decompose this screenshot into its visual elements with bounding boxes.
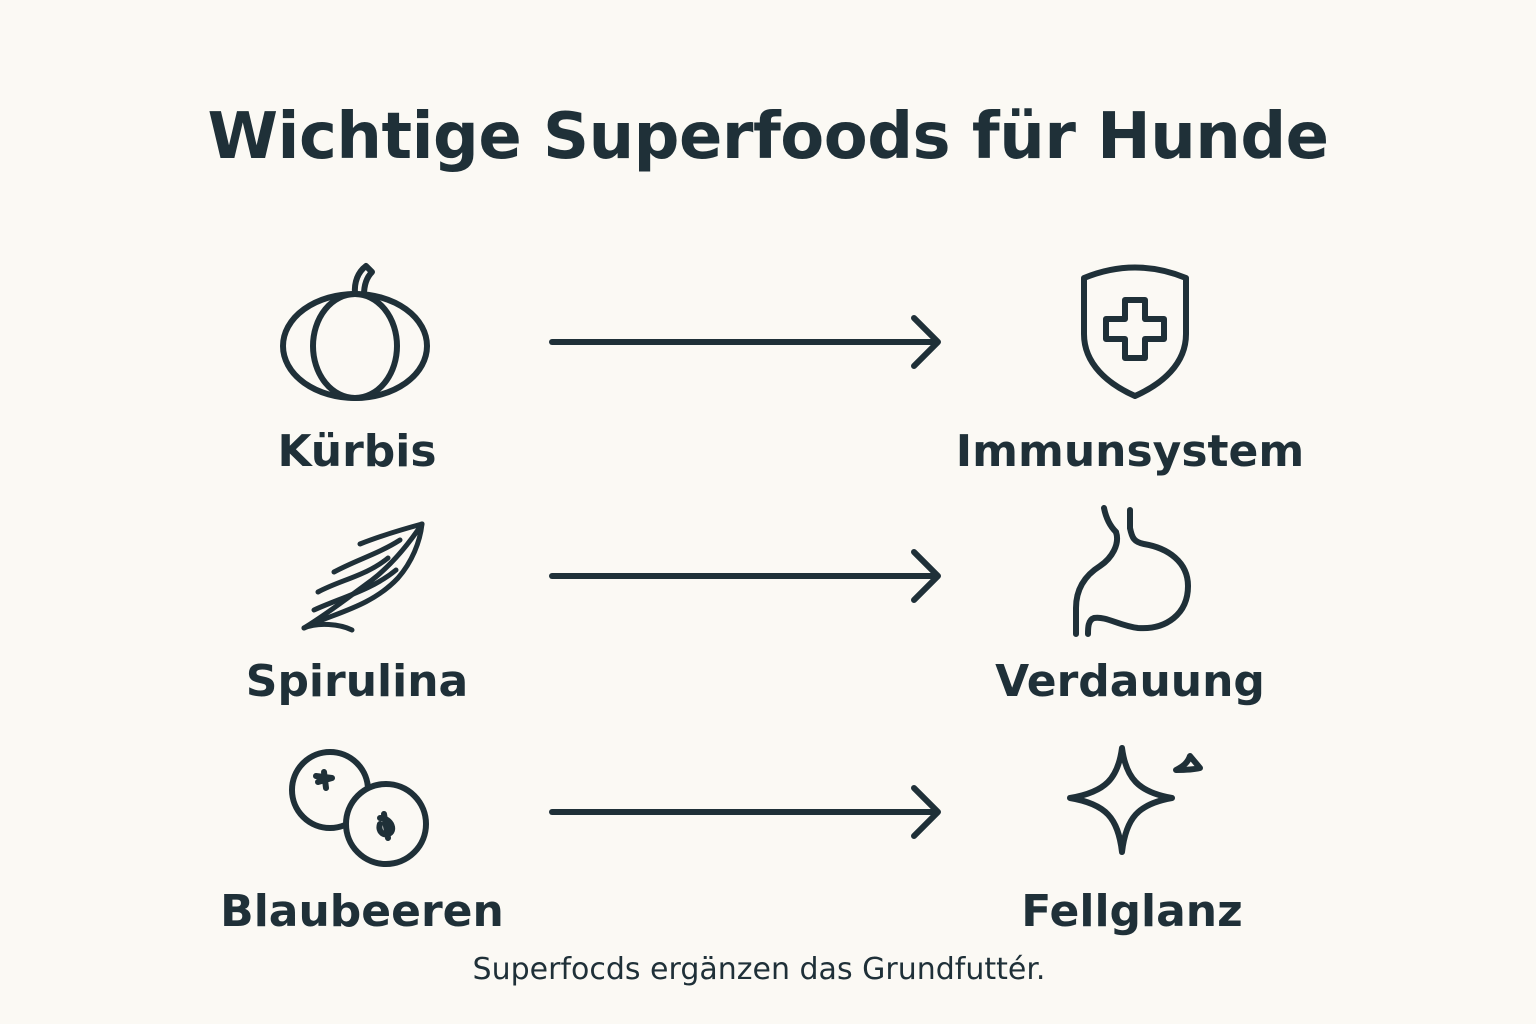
arrow-right-icon [548, 314, 944, 370]
arrow-right-icon [548, 548, 944, 604]
food-label-spirulina: Spirulina [245, 656, 469, 707]
shield-cross-icon [1078, 264, 1192, 400]
benefit-label-fellglanz: Fellglanz [1021, 886, 1243, 937]
benefit-label-immunsystem: Immunsystem [955, 426, 1305, 477]
blueberries-icon [288, 748, 430, 868]
page-title: Wichtige Superfoods für Hunde [207, 100, 1329, 174]
pumpkin-icon [278, 262, 432, 402]
stomach-icon [1070, 504, 1194, 640]
food-label-blaubeeren: Blaubeeren [220, 886, 504, 937]
food-label-kuerbis: Kürbis [277, 426, 437, 477]
sparkle-icon [1064, 744, 1206, 858]
benefit-label-verdauung: Verdauung [995, 656, 1265, 707]
caption: Superfocds ergänzen das Grundfuttér. [472, 952, 1046, 987]
spirulina-icon [300, 518, 426, 634]
arrow-right-icon [548, 784, 944, 840]
